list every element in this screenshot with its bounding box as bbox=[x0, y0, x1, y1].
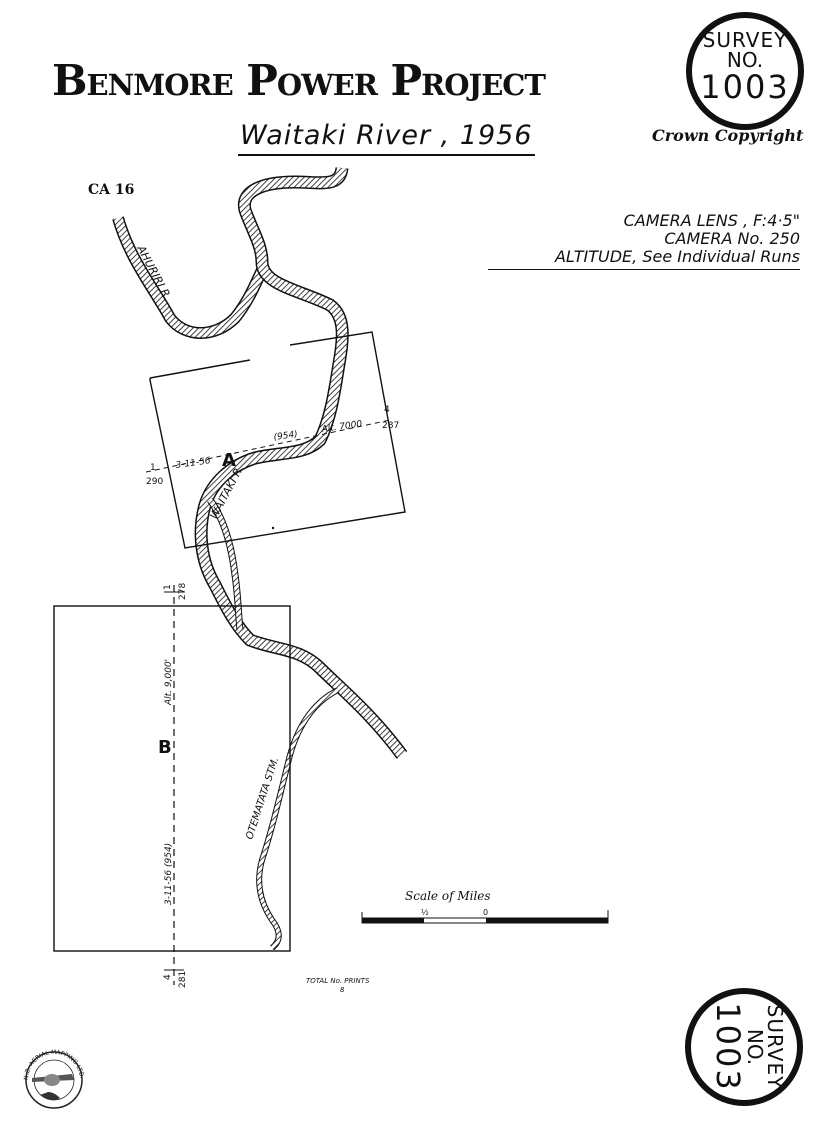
run-a-lens-code: (954) bbox=[273, 430, 298, 443]
aerial-mapping-logo: N.Z. AERIAL MAPPING LTD. bbox=[23, 1049, 85, 1109]
camera-number: CAMERA No. 250 bbox=[664, 229, 800, 248]
subtitle-text: Waitaki River , 1956 bbox=[240, 120, 533, 151]
run-b-frame bbox=[53, 585, 291, 985]
otematata-stream bbox=[256, 687, 340, 951]
survey-stamp-bottom: SURVEY NO. 1003 bbox=[685, 988, 803, 1106]
subtitle-underline bbox=[238, 154, 535, 156]
camera-underline bbox=[488, 269, 800, 270]
total-prints-label: TOTAL No. PRINTS bbox=[306, 977, 370, 985]
map-title: Benmore Power Project bbox=[52, 56, 546, 105]
run-a-start-print: 290 bbox=[146, 477, 163, 487]
run-b-altitude: Alt. 9,000' bbox=[164, 659, 174, 706]
run-b-end-print: 281 bbox=[178, 971, 188, 988]
scale-tick-half: ½ bbox=[421, 908, 429, 917]
map-subtitle: Waitaki River , 1956 bbox=[238, 120, 535, 156]
run-a-label: A bbox=[222, 450, 236, 471]
run-b-end-run: 4 bbox=[163, 974, 173, 980]
stamp-no-label: NO. bbox=[743, 1028, 767, 1066]
run-a-start-run: 1 bbox=[150, 463, 156, 473]
total-prints-value: 8 bbox=[340, 986, 345, 994]
run-a-frame bbox=[145, 331, 406, 549]
run-a-end-run: 4 bbox=[384, 405, 390, 415]
run-a-end-print: 287 bbox=[382, 421, 399, 431]
stamp-number: 1003 bbox=[709, 1002, 747, 1092]
waitaki-river bbox=[194, 166, 408, 759]
run-b-date-code: 3-11-56 (954) bbox=[164, 843, 174, 905]
crown-copyright: Crown Copyright bbox=[652, 126, 804, 145]
stamp-number: 1003 bbox=[700, 68, 790, 106]
sheet-code: CA 16 bbox=[88, 182, 135, 198]
run-b-start-run: 1 bbox=[163, 584, 173, 590]
scale-bar: Scale of Miles ½ 0 bbox=[361, 889, 609, 924]
scale-tick-zero: 0 bbox=[483, 908, 488, 917]
run-b-label: B bbox=[158, 737, 172, 758]
run-a-date: 3-11-56 bbox=[175, 456, 211, 471]
camera-altitude: ALTITUDE, See Individual Runs bbox=[554, 247, 800, 266]
scale-label: Scale of Miles bbox=[405, 889, 491, 903]
ahuriri-river bbox=[112, 216, 268, 339]
otematata-label: OTEMATATA STM. bbox=[244, 756, 281, 841]
survey-stamp-top: SURVEY NO. 1003 bbox=[686, 12, 804, 130]
camera-info: CAMERA LENS , F:4·5" CAMERA No. 250 ALTI… bbox=[488, 212, 800, 270]
stamp-survey-label: SURVEY bbox=[702, 28, 788, 52]
camera-lens: CAMERA LENS , F:4·5" bbox=[623, 211, 800, 230]
stamp-no-label: NO. bbox=[726, 48, 764, 72]
run-b-start-print: 278 bbox=[178, 583, 188, 600]
stamp-survey-label: SURVEY bbox=[763, 1004, 787, 1090]
